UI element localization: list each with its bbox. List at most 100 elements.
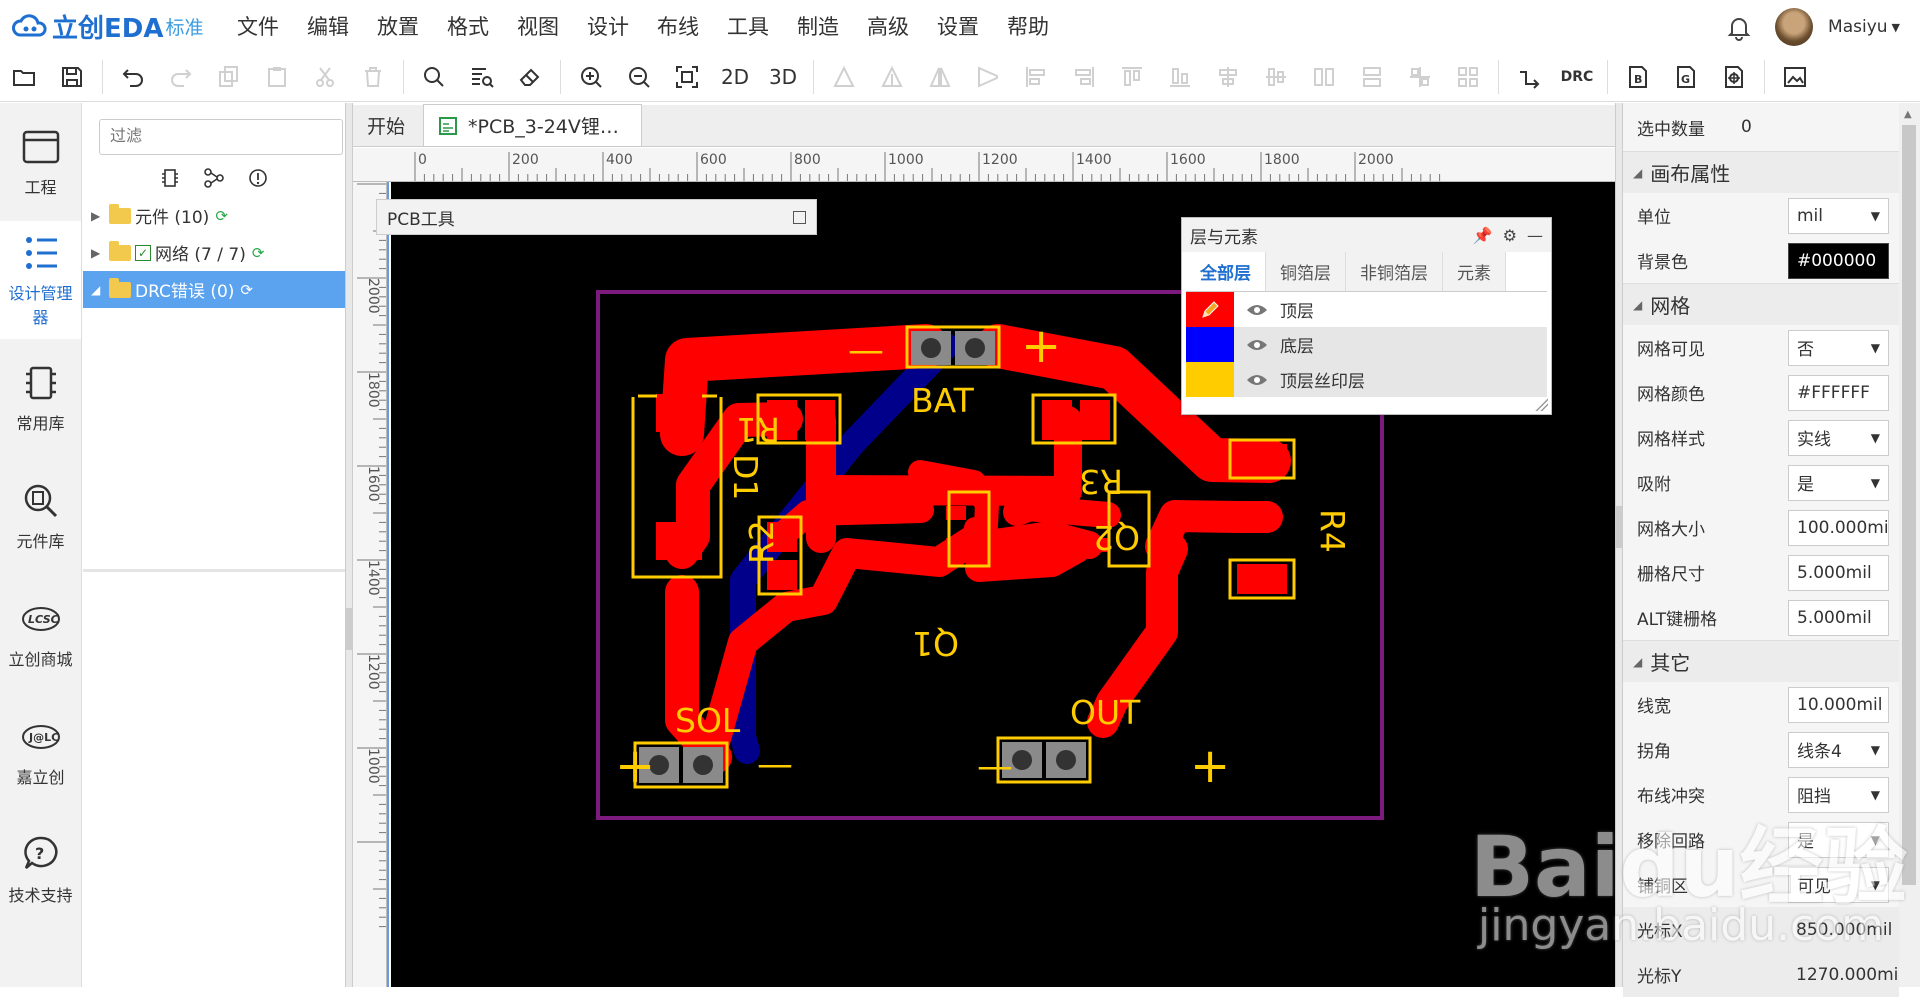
view-3d-button[interactable]: 3D <box>768 64 798 89</box>
collapse-icon[interactable]: ◢ <box>1633 297 1643 312</box>
zoom-out-button[interactable] <box>615 57 663 97</box>
align-vcenter-button[interactable] <box>1252 57 1300 97</box>
scrollbar-thumb[interactable] <box>1902 125 1916 885</box>
component-icon[interactable] <box>159 167 181 189</box>
flip-horizontal-button[interactable] <box>916 57 964 97</box>
rail-item-support[interactable]: ? 技术支持 <box>0 811 81 929</box>
eye-icon[interactable] <box>1246 373 1268 387</box>
align-hcenter-button[interactable] <box>1204 57 1252 97</box>
menu-settings[interactable]: 设置 <box>937 15 979 39</box>
align-top-button[interactable] <box>1108 57 1156 97</box>
flip-vertical-button[interactable] <box>964 57 1012 97</box>
menu-tools[interactable]: 工具 <box>727 15 769 39</box>
left-splitter[interactable] <box>345 103 353 987</box>
expand-arrow-icon[interactable]: ▶ <box>91 208 101 223</box>
menu-fabrication[interactable]: 制造 <box>797 15 839 39</box>
view-2d-button[interactable]: 2D <box>720 64 750 89</box>
remove-loop-select[interactable]: 是▼ <box>1788 821 1889 858</box>
refresh-icon[interactable]: ⟳ <box>240 280 253 299</box>
menu-file[interactable]: 文件 <box>237 15 279 39</box>
copper-area-select[interactable]: 可见▼ <box>1788 866 1889 903</box>
rotate-right-button[interactable] <box>868 57 916 97</box>
tree-item-components[interactable]: ▶ 元件 (10) ⟳ <box>83 197 345 234</box>
tree-item-drc-errors[interactable]: ◢ DRC错误 (0) ⟳ <box>83 271 345 308</box>
layer-row-top-silk[interactable]: 顶层丝印层 <box>1186 362 1547 397</box>
align-right-button[interactable] <box>1060 57 1108 97</box>
scroll-up-icon[interactable]: ▲ <box>1904 109 1912 120</box>
layer-color-swatch[interactable] <box>1186 292 1234 327</box>
collapse-icon[interactable]: ◢ <box>1633 654 1643 669</box>
rail-item-jlc[interactable]: J@LC 嘉立创 <box>0 693 81 811</box>
drc-error-icon[interactable] <box>247 167 269 189</box>
menu-advanced[interactable]: 高级 <box>867 15 909 39</box>
menu-route[interactable]: 布线 <box>657 15 699 39</box>
rail-item-common-library[interactable]: 常用库 <box>0 339 81 457</box>
menu-help[interactable]: 帮助 <box>1007 15 1049 39</box>
pin-icon[interactable]: 📌 <box>1472 225 1493 245</box>
section-canvas-properties[interactable]: ◢画布属性 <box>1623 151 1899 193</box>
distribute-v-button[interactable] <box>1348 57 1396 97</box>
eye-icon[interactable] <box>1246 338 1268 352</box>
layer-color-swatch[interactable] <box>1186 362 1234 397</box>
align-left-button[interactable] <box>1012 57 1060 97</box>
splitter-grip[interactable] <box>346 608 352 650</box>
collapse-icon[interactable]: ◢ <box>1633 165 1643 180</box>
import-changes-button[interactable] <box>1505 57 1553 97</box>
maximize-icon[interactable] <box>793 210 806 224</box>
eye-icon[interactable] <box>1246 303 1268 317</box>
export-image-button[interactable] <box>1771 57 1819 97</box>
alt-snap-field[interactable]: 5.000mil <box>1788 599 1889 636</box>
save-button[interactable] <box>48 57 96 97</box>
gear-icon[interactable]: ⚙ <box>1502 225 1517 245</box>
align-grid-button[interactable] <box>1396 57 1444 97</box>
refresh-icon[interactable]: ⟳ <box>215 206 228 225</box>
bell-icon[interactable] <box>1725 13 1753 41</box>
paste-button[interactable] <box>253 57 301 97</box>
avatar[interactable] <box>1775 8 1814 46</box>
layer-row-bottom[interactable]: 底层 <box>1186 327 1547 362</box>
route-conflict-select[interactable]: 阻挡▼ <box>1788 776 1889 813</box>
tab-non-copper-layers[interactable]: 非铜箔层 <box>1346 252 1443 291</box>
panel-divider[interactable] <box>83 569 345 572</box>
grid-style-select[interactable]: 实线▼ <box>1788 419 1889 456</box>
grid-color-field[interactable]: #FFFFFF <box>1788 374 1889 411</box>
bom-button[interactable]: B <box>1614 57 1662 97</box>
rotate-left-button[interactable] <box>820 57 868 97</box>
redo-button[interactable] <box>157 57 205 97</box>
undo-button[interactable] <box>109 57 157 97</box>
background-color-field[interactable]: #000000 <box>1788 242 1889 279</box>
resize-handle[interactable] <box>1534 397 1548 411</box>
pcb-drawing[interactable]: BAT R1 R3 D1 Q2 R4 R2 Q1 SOL OUT — + + —… <box>387 182 1615 987</box>
track-width-field[interactable]: 10.000mil <box>1788 686 1889 723</box>
menu-design[interactable]: 设计 <box>587 15 629 39</box>
layer-row-top[interactable]: 顶层 <box>1186 292 1547 327</box>
menu-format[interactable]: 格式 <box>447 15 489 39</box>
filter-input[interactable] <box>99 119 343 155</box>
zoom-in-button[interactable] <box>567 57 615 97</box>
section-grid[interactable]: ◢网格 <box>1623 283 1899 325</box>
distribute-h-button[interactable] <box>1300 57 1348 97</box>
group-button[interactable] <box>1444 57 1492 97</box>
properties-scrollbar[interactable]: ▲ <box>1899 103 1920 987</box>
unit-select[interactable]: mil▼ <box>1788 197 1889 234</box>
tab-elements[interactable]: 元素 <box>1443 252 1506 291</box>
refresh-icon[interactable]: ⟳ <box>251 243 265 262</box>
pcb-canvas[interactable]: BAT R1 R3 D1 Q2 R4 R2 Q1 SOL OUT — + + —… <box>387 182 1615 987</box>
rail-item-project[interactable]: 工程 <box>0 103 81 221</box>
expand-arrow-icon[interactable]: ▶ <box>91 245 101 260</box>
tab-pcb-document[interactable]: *PCB_3-24V锂… <box>423 104 642 146</box>
rail-item-lcsc-mall[interactable]: LCSC 立创商城 <box>0 575 81 693</box>
menu-view[interactable]: 视图 <box>517 15 559 39</box>
align-bottom-button[interactable] <box>1156 57 1204 97</box>
chevron-down-icon[interactable]: ▼ <box>1891 20 1900 34</box>
right-splitter[interactable] <box>1615 103 1623 987</box>
drc-button[interactable]: DRC <box>1560 68 1594 85</box>
pick-place-button[interactable] <box>1710 57 1758 97</box>
checkbox-checked-icon[interactable]: ✓ <box>135 244 151 261</box>
delete-button[interactable] <box>349 57 397 97</box>
layer-color-swatch[interactable] <box>1186 327 1234 362</box>
gerber-button[interactable]: G <box>1662 57 1710 97</box>
layers-panel[interactable]: 层与元素 📌 ⚙ — 全部层 铜箔层 非铜箔层 元素 顶层 底层 顶层丝印层 <box>1181 217 1552 415</box>
grid-visible-select[interactable]: 否▼ <box>1788 329 1889 366</box>
cut-button[interactable] <box>301 57 349 97</box>
